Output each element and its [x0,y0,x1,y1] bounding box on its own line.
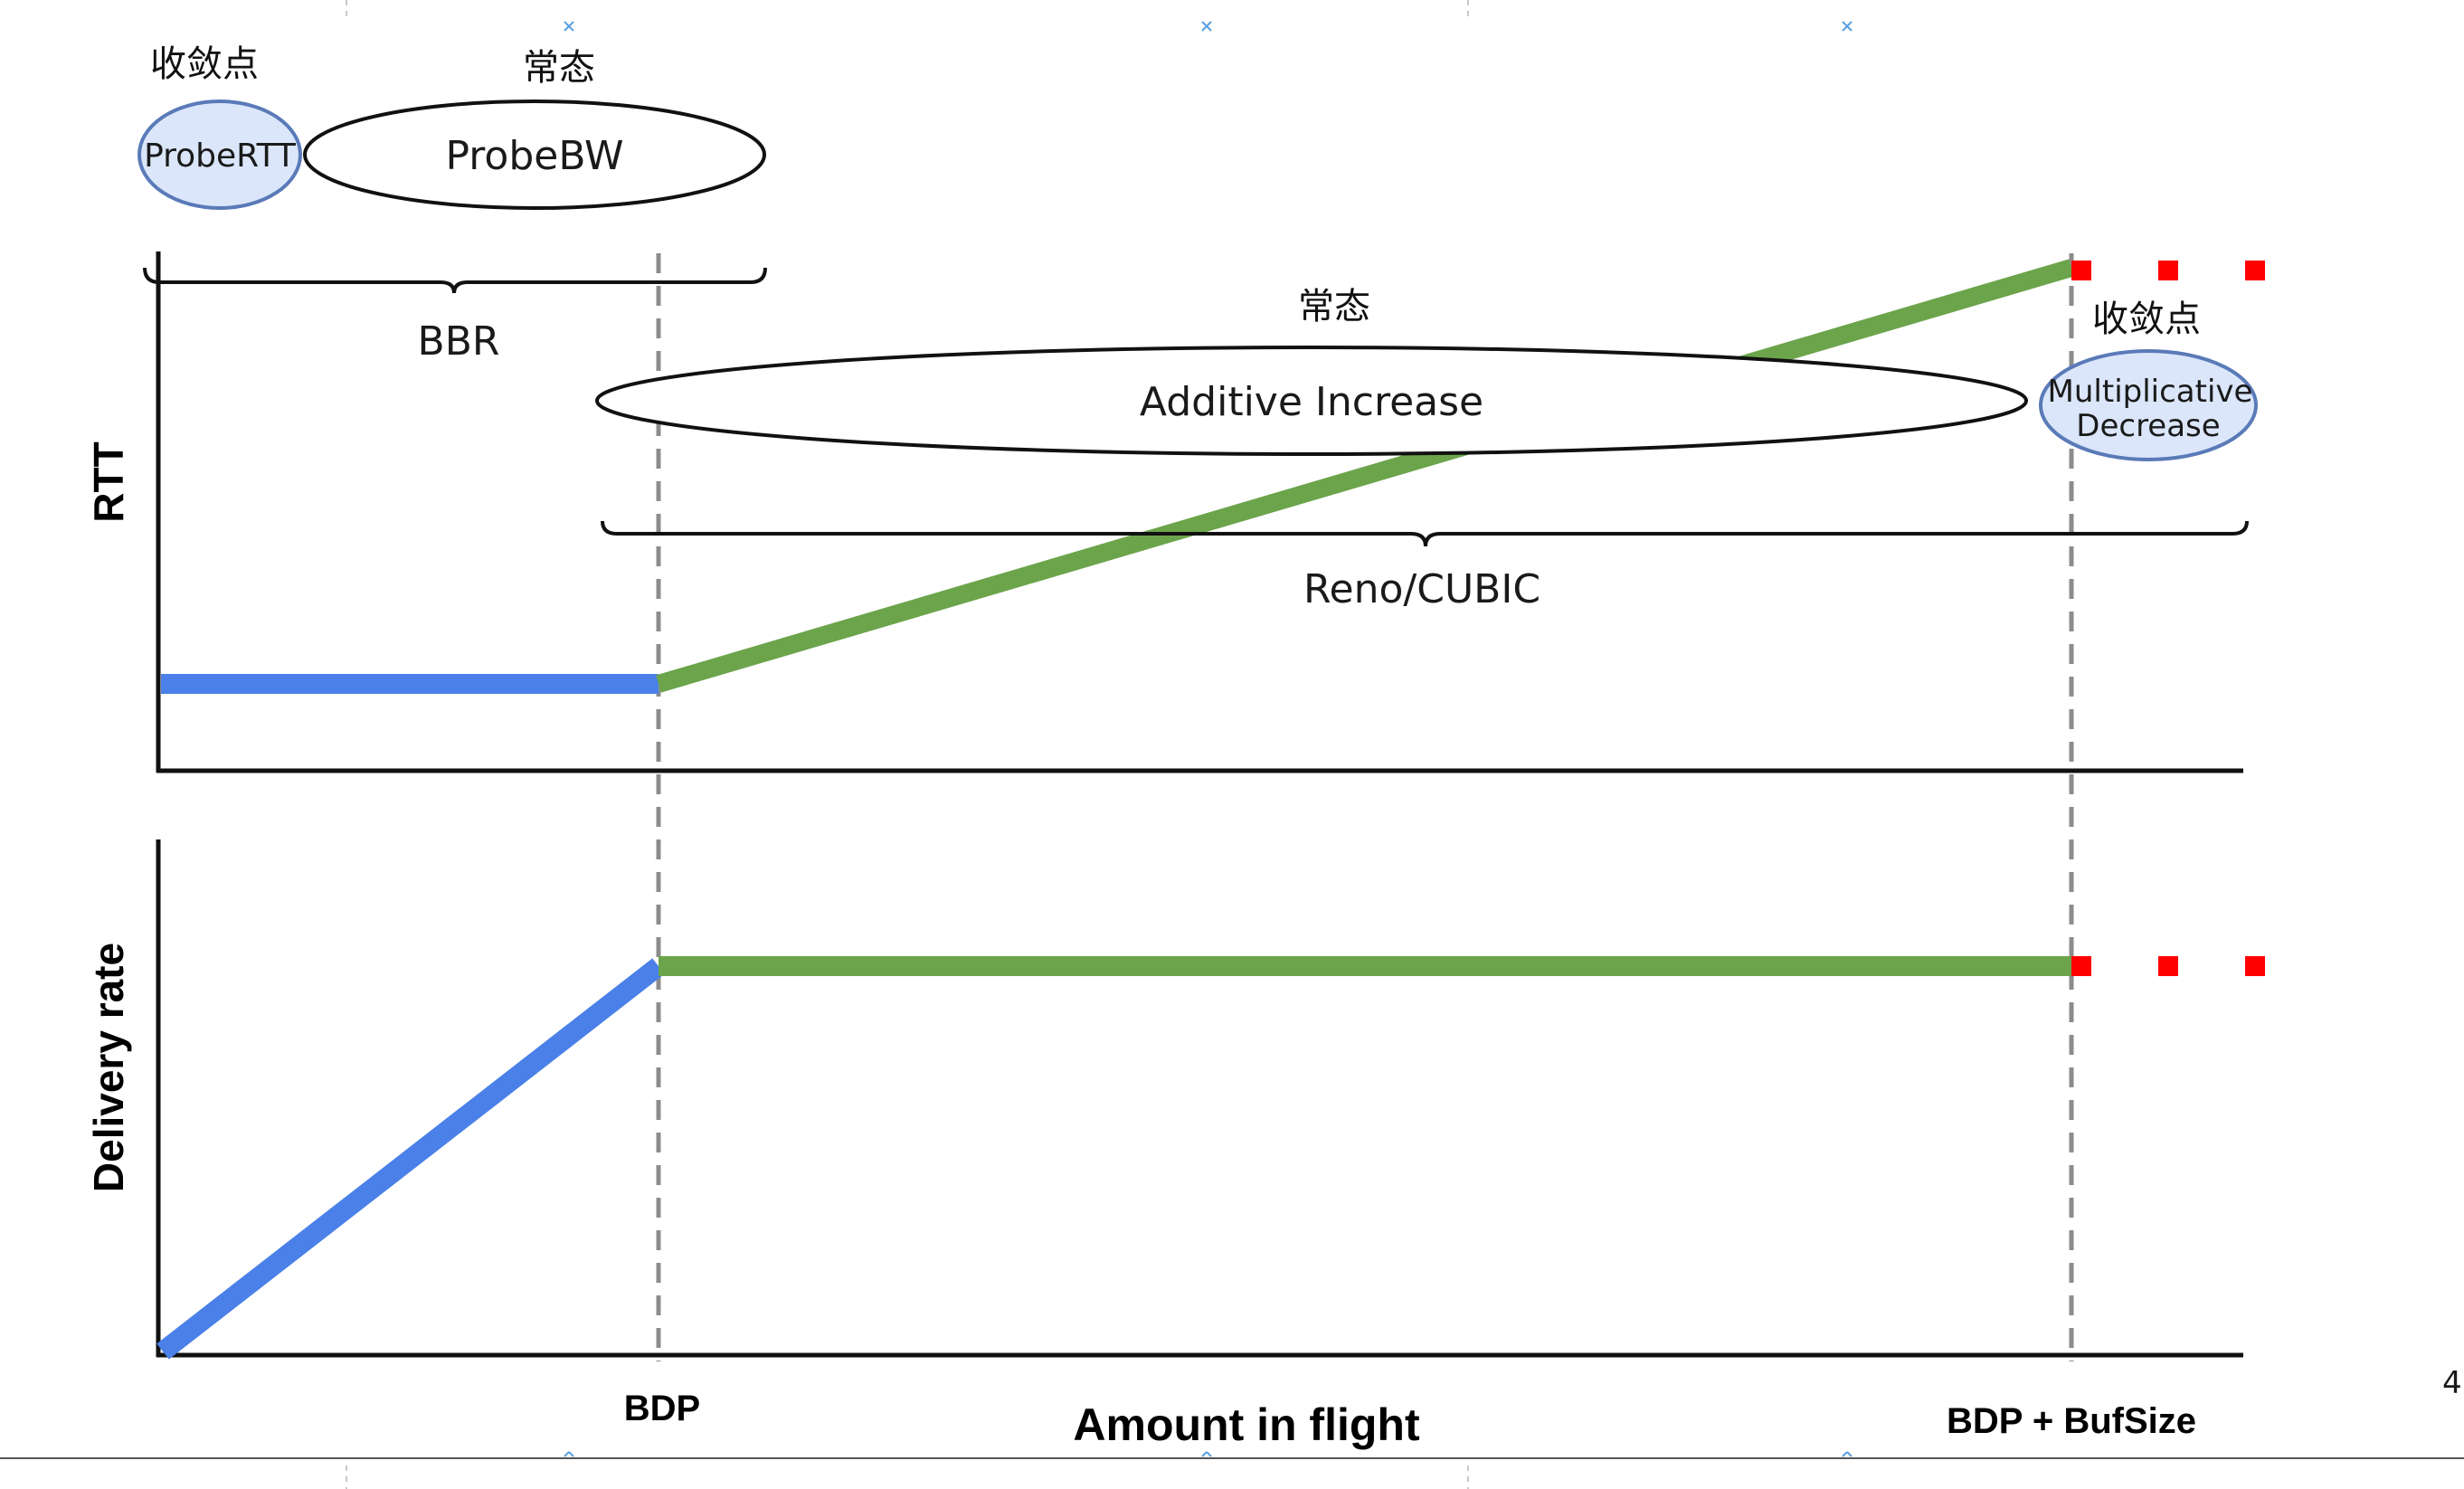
additive-increase-state [595,346,2028,456]
rtt-ylabel: RTT [85,441,132,522]
slide-guides [564,21,1853,1457]
page-number: 4 [2442,1365,2462,1401]
delivery-overflow-marker [2158,956,2178,976]
reno-steady-label: 常态 [1298,286,1370,327]
additive-increase-label: Additive Increase [1140,379,1483,425]
probe-rtt-label: ProbeRTT [144,138,297,175]
reno-convergence-label: 收敛点 [2092,299,2201,340]
tick-bdp-bufsize: BDP + BufSize [1947,1401,2196,1441]
reno-cubic-label: Reno/CUBIC [1303,566,1540,612]
bbr-convergence-label: 收敛点 [150,43,259,85]
multiplicative-decrease-label-line2: Decrease [2076,408,2220,444]
delivery-bbr-segment [156,958,665,1360]
probe-rtt-state [137,100,302,210]
bbr-steady-label: 常态 [523,47,595,89]
delivery-overflow-marker [2071,956,2091,976]
tick-bdp: BDP [624,1389,700,1428]
rtt-overflow-marker [2071,261,2091,280]
rtt-plot: RTT [85,251,2243,773]
delivery-ylabel: Delivery rate [85,943,132,1192]
probe-bw-state [303,100,766,210]
delivery-rate-plot: Delivery rate [85,839,2243,1358]
bbr-label: BBR [418,318,500,365]
rtt-overflow-marker [2158,261,2178,280]
probe-bw-label: ProbeBW [446,133,624,179]
rtt-reno-segment [656,259,2074,693]
rtt-overflow-markers [2071,261,2265,280]
multiplicative-decrease-state [2039,349,2258,461]
rtt-overflow-marker [2245,261,2265,280]
x-axis-label: Amount in flight [1073,1399,1420,1450]
delivery-overflow-marker [2245,956,2265,976]
multiplicative-decrease-label-line1: Multiplicative [2048,374,2253,410]
reno-cubic-brace [601,520,2249,547]
slide-edge-marks [346,0,1469,1489]
bbr-brace [143,267,767,294]
dashed-guides [656,253,2074,1361]
delivery-overflow-markers [2071,956,2265,976]
